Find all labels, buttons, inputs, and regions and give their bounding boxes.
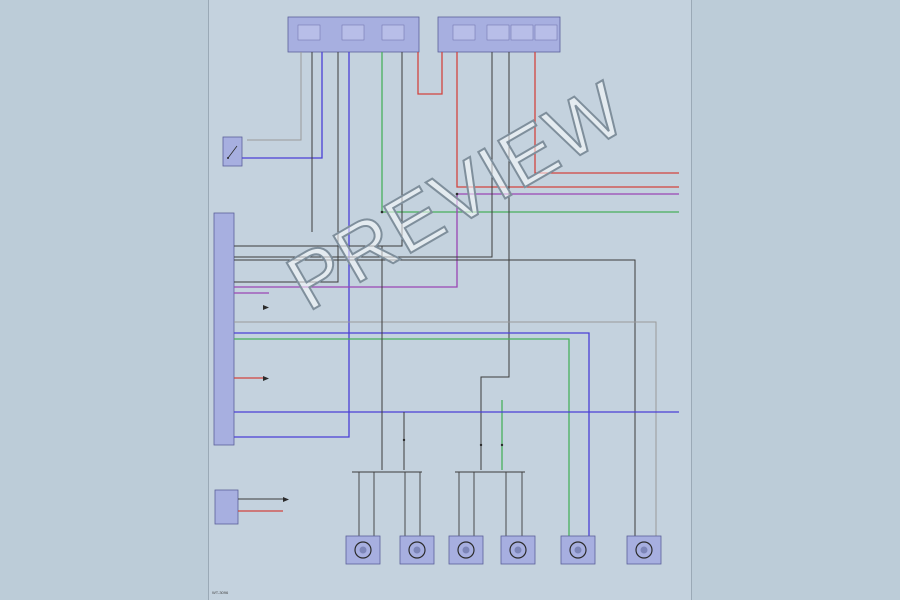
wheel-speed-sensor-icon xyxy=(500,535,536,565)
wire-black-c xyxy=(234,52,403,247)
wheel-speed-sensor-icon xyxy=(626,535,662,565)
wire-blue-switch xyxy=(242,52,323,159)
wire-gray xyxy=(247,52,302,141)
wire-gray-long xyxy=(234,321,657,540)
sensor-drops xyxy=(358,472,523,536)
wire-purple xyxy=(234,193,679,288)
wheel-speed-sensor-icon xyxy=(399,535,435,565)
wire-black-g xyxy=(234,245,383,470)
splice-points xyxy=(380,192,504,447)
wire-black-f xyxy=(480,52,510,470)
wire-red-right xyxy=(534,52,679,174)
lower-left-connector xyxy=(214,489,239,525)
wire-black-e xyxy=(234,259,636,540)
wire-blue-mid xyxy=(234,332,590,540)
top-connector-left xyxy=(287,16,420,53)
top-connector-right xyxy=(437,16,561,53)
arrow-right-icon xyxy=(263,305,289,502)
control-module-connector xyxy=(213,212,235,446)
wheel-speed-sensor-icon xyxy=(560,535,596,565)
wire-green-lower xyxy=(234,338,570,540)
wheel-speed-sensor-icon xyxy=(345,535,381,565)
wheel-speed-sensor-icon xyxy=(448,535,484,565)
wire-black-b xyxy=(234,52,339,283)
wire-black-d xyxy=(234,52,493,258)
wire-red-long xyxy=(456,52,679,188)
wire-green-upper xyxy=(381,52,679,213)
diagram-sheet xyxy=(208,0,692,600)
figure-id: WT-3096 xyxy=(212,590,229,595)
wire-blue-long xyxy=(234,52,350,438)
wiring-diagram xyxy=(213,16,679,565)
switch-icon xyxy=(222,136,243,167)
wire-red-jog xyxy=(417,52,443,95)
